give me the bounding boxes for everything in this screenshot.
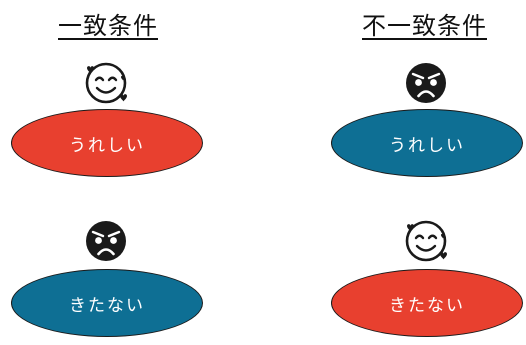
ellipse-label: うれしい (69, 135, 145, 156)
incongruent-bottom-ellipse: きたない (331, 269, 523, 337)
ellipse-label: きたない (389, 295, 465, 316)
congruent-condition-heading: 一致条件 (58, 12, 158, 40)
smiling-face-hearts-icon (400, 214, 452, 266)
congruent-bottom-ellipse: きたない (11, 269, 203, 337)
smiling-face-hearts-icon (80, 56, 132, 108)
ellipse-label: きたない (69, 295, 145, 316)
incongruent-top-ellipse: うれしい (331, 109, 523, 177)
incongruent-condition-heading: 不一致条件 (362, 12, 487, 40)
congruent-top-ellipse: うれしい (11, 109, 203, 177)
angry-face-icon (400, 56, 452, 108)
ellipse-label: うれしい (389, 135, 465, 156)
angry-face-icon (80, 214, 132, 266)
